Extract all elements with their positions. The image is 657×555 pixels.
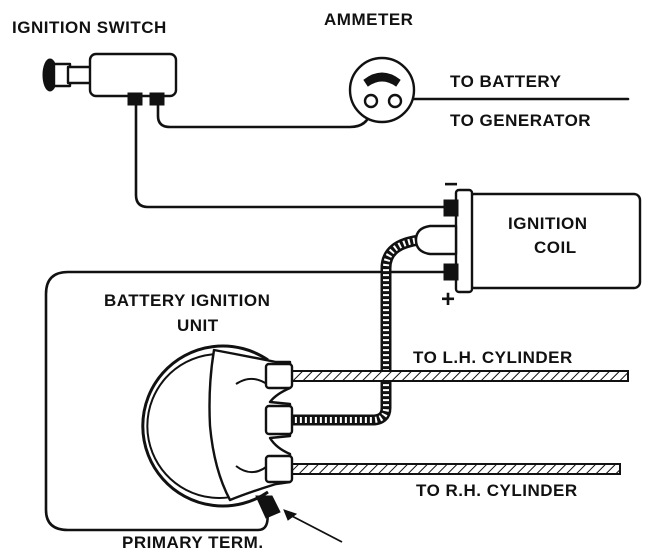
coil-positive-sign: +: [441, 286, 456, 313]
coil-to-primary-terminal-wire: [44, 270, 448, 532]
switch-terminal-left: [127, 92, 143, 106]
to-generator-label: TO GENERATOR: [450, 111, 591, 130]
switch-body: [88, 52, 178, 98]
to-battery-label: TO BATTERY: [450, 72, 562, 91]
coil-tower: [414, 224, 458, 256]
ammeter-body: [348, 56, 416, 124]
lh-cylinder-socket: [264, 362, 294, 390]
primary-terminal: [255, 495, 281, 519]
coil-positive-terminal: [443, 263, 459, 281]
ammeter: [348, 56, 416, 124]
distributor-outer-ring: [141, 344, 269, 508]
primary-term-leader: [287, 513, 343, 543]
to-lh-cylinder-label: TO L.H. CYLINDER: [413, 348, 573, 367]
coil-negative-terminal: [443, 199, 459, 217]
ammeter-terminal-right: [387, 93, 403, 109]
ignition-coil: [414, 188, 642, 294]
coil-high-tension-cable: [290, 234, 421, 426]
ignition-coil-label-line1: IGNITION: [508, 214, 588, 233]
ammeter-terminal-left: [363, 93, 379, 109]
primary-term-label: PRIMARY TERM.: [122, 533, 264, 552]
battery-ignition-unit: [141, 344, 343, 543]
battery-unit-label-line1: BATTERY IGNITION: [104, 291, 270, 310]
switch-to-coil-wire: [134, 102, 448, 209]
ignition-switch-label: IGNITION SWITCH: [12, 18, 167, 37]
ignition-switch: [42, 52, 178, 106]
center-socket: [264, 404, 294, 436]
rh-cylinder-cable: [289, 463, 621, 475]
ammeter-dial-window: [363, 72, 401, 87]
switch-terminal-right: [149, 92, 165, 106]
lh-cylinder-cable: [289, 370, 629, 382]
to-rh-cylinder-label: TO R.H. CYLINDER: [416, 481, 578, 500]
ammeter-label: AMMETER: [324, 10, 413, 29]
rh-cylinder-socket: [264, 454, 294, 484]
ignition-coil-label-line2: COIL: [534, 238, 577, 257]
switch-to-ammeter-wire: [156, 102, 373, 129]
battery-unit-label-line2: UNIT: [177, 316, 219, 335]
coil-negative-sign: −: [444, 171, 459, 198]
